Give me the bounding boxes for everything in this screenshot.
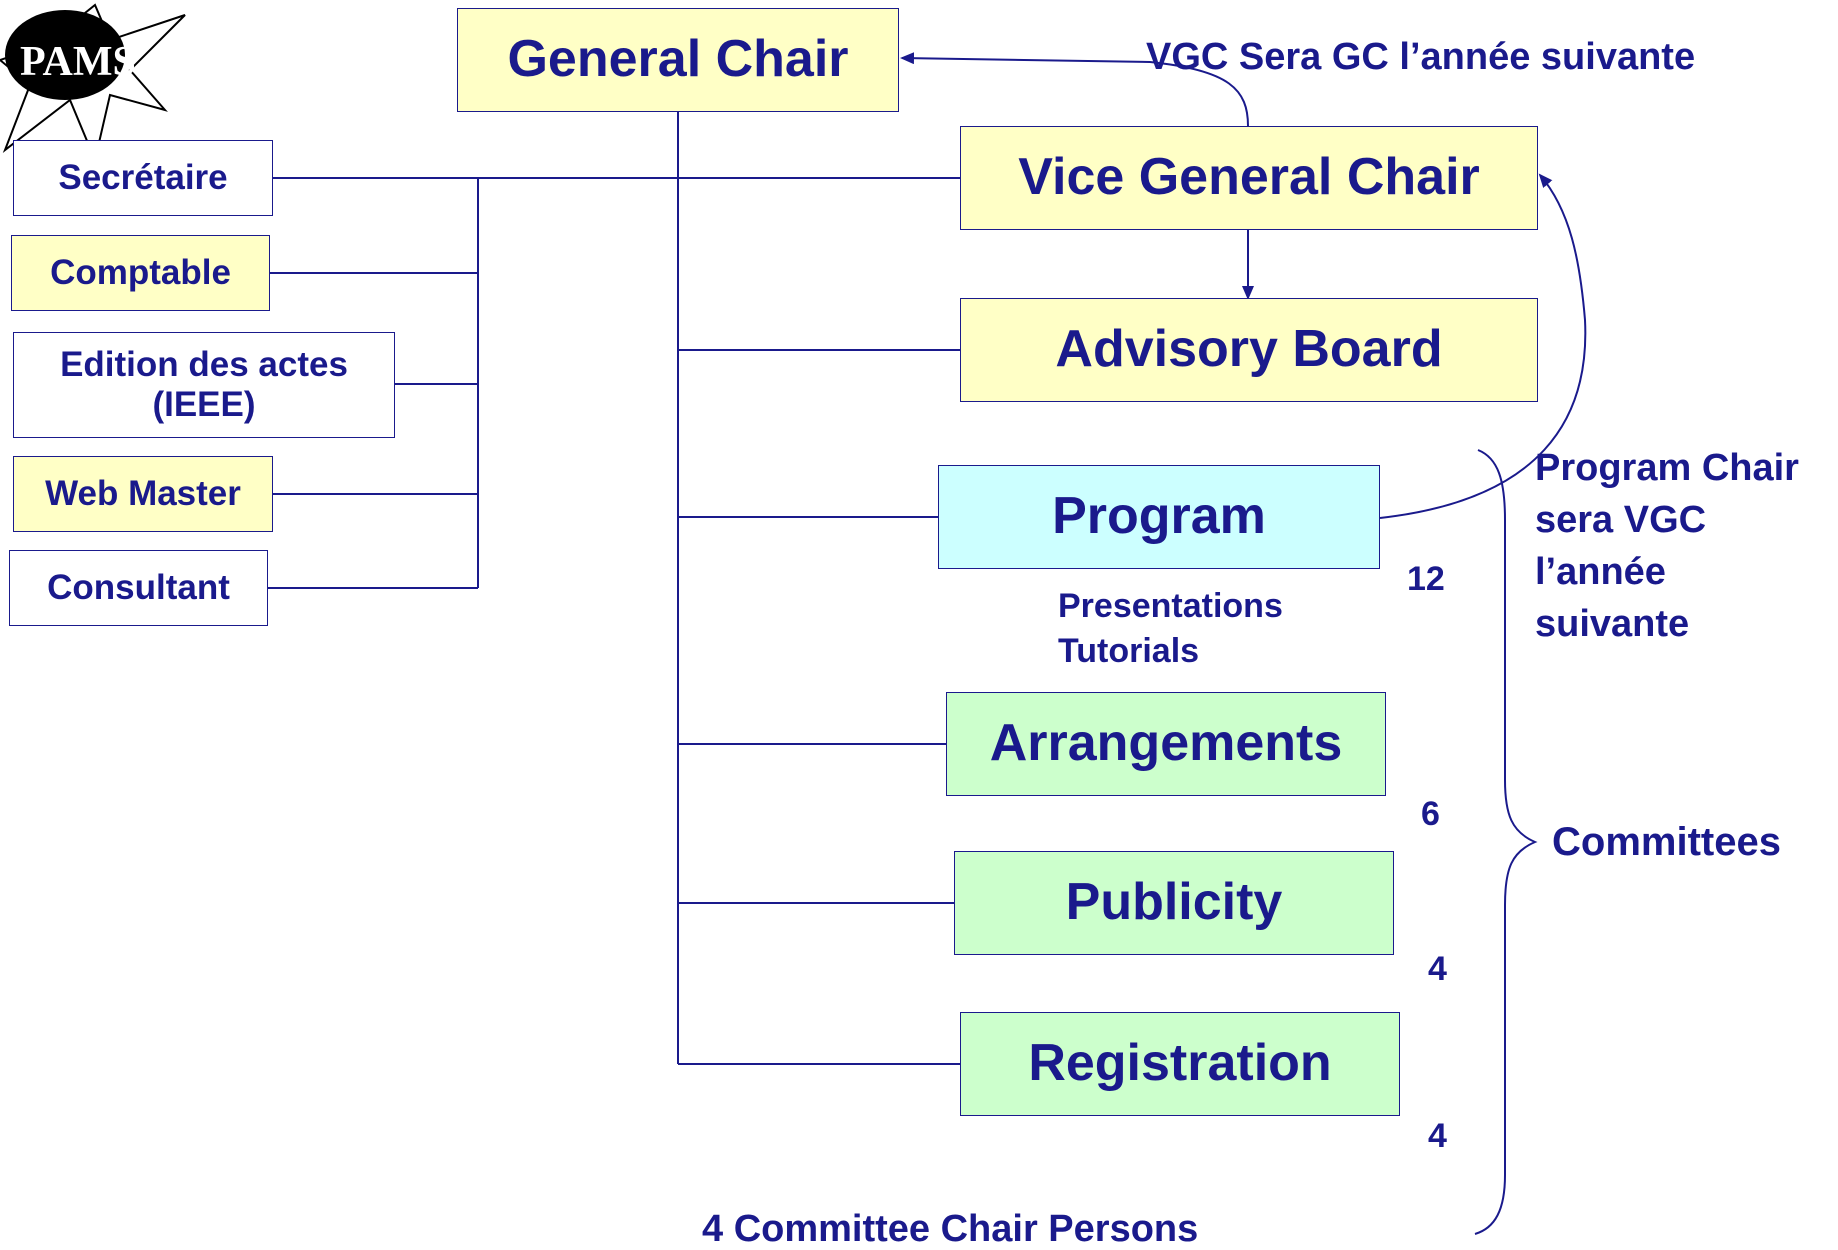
vgc-note: VGC Sera GC l’année suivante	[1146, 36, 1696, 78]
secretaire-label: Secrétaire	[58, 157, 228, 197]
registration-count: 4	[1428, 1117, 1447, 1155]
star-burst-logo-icon: PAMS	[0, 3, 186, 164]
footer-note: 4 Committee Chair Persons	[702, 1208, 1199, 1250]
publicity-box[interactable]: Publicity	[954, 851, 1394, 955]
program-note-line3: l’année	[1535, 551, 1666, 593]
program-label: Program	[1052, 487, 1266, 546]
arrangements-box[interactable]: Arrangements	[946, 692, 1386, 796]
edition-des-actes-box[interactable]: Edition des actes (IEEE)	[13, 332, 395, 438]
presentations-label: Presentations	[1058, 587, 1283, 625]
program-note-line1: Program Chair	[1535, 447, 1799, 489]
committees-label: Committees	[1552, 820, 1781, 864]
edition-label-line2: (IEEE)	[152, 385, 256, 424]
general-chair-box[interactable]: General Chair	[457, 8, 899, 112]
program-note-line2: sera VGC	[1535, 499, 1707, 541]
program-subitems: Presentations Tutorials	[1058, 584, 1283, 674]
logo: PAMS	[0, 0, 190, 170]
arrangements-label: Arrangements	[989, 714, 1343, 773]
general-chair-label: General Chair	[507, 30, 849, 89]
comptable-box[interactable]: Comptable	[11, 235, 270, 311]
program-note-line4: suivante	[1535, 603, 1690, 645]
logo-text: PAMS	[20, 39, 136, 85]
consultant-box[interactable]: Consultant	[9, 550, 268, 626]
arrangements-count: 6	[1421, 795, 1440, 833]
tutorials-label: Tutorials	[1058, 632, 1200, 670]
program-box[interactable]: Program	[938, 465, 1380, 569]
vice-general-chair-label: Vice General Chair	[1018, 148, 1480, 207]
publicity-label: Publicity	[1065, 873, 1283, 932]
consultant-label: Consultant	[47, 567, 230, 607]
web-master-label: Web Master	[45, 473, 241, 513]
secretaire-box[interactable]: Secrétaire	[13, 140, 273, 216]
registration-box[interactable]: Registration	[960, 1012, 1400, 1116]
registration-label: Registration	[1028, 1034, 1332, 1093]
advisory-board-box[interactable]: Advisory Board	[960, 298, 1538, 402]
program-count: 12	[1407, 560, 1445, 598]
publicity-count: 4	[1428, 950, 1447, 988]
advisory-board-label: Advisory Board	[1055, 320, 1443, 379]
comptable-label: Comptable	[50, 252, 231, 292]
web-master-box[interactable]: Web Master	[13, 456, 273, 532]
edition-label-line1: Edition des actes	[60, 344, 348, 384]
program-chair-note: Program Chair sera VGC l’année suivante	[1535, 442, 1799, 650]
vice-general-chair-box[interactable]: Vice General Chair	[960, 126, 1538, 230]
